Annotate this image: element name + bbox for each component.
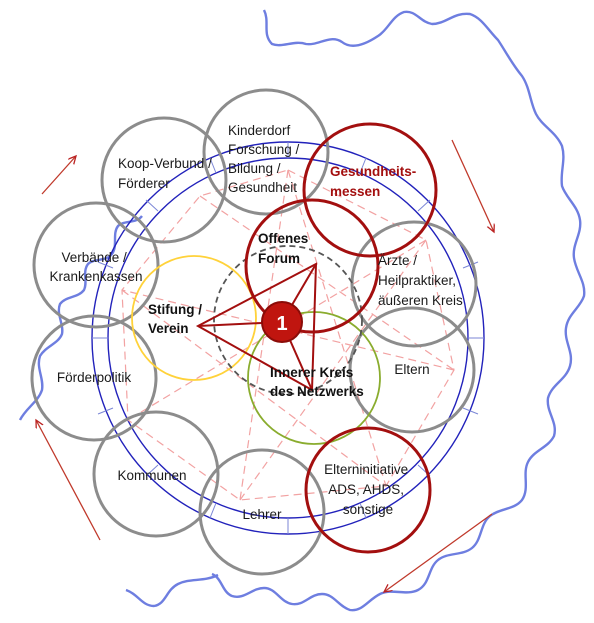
red-circles [244, 122, 438, 554]
offenes-forum-label: Offenes Forum [258, 231, 312, 266]
foerderpolitik-label: Förderpolitik [57, 370, 132, 385]
outer-labels: Kinderdorf Forschung / Bildung / Gesundh… [49, 123, 463, 522]
eltern-label: Eltern [394, 362, 429, 377]
elterninitiative-label: Elterninitiative ADS, AHDS, sonstige [324, 462, 412, 517]
gesundheitsmessen-label: Gesundheits- messen [330, 164, 420, 199]
koop-verbund-label: Koop-Verbund / Förderer [118, 156, 216, 191]
center-node: 1 [261, 301, 303, 343]
center-dashed-circle [213, 245, 363, 395]
aerzte-label: Ärzte / Heilpraktiker, äußeren Kreis [378, 253, 463, 308]
arrow-top-left [41, 156, 76, 195]
arrow-bottom-right [384, 513, 493, 592]
kinderdorf-circle [202, 88, 330, 216]
outer-circles [30, 88, 478, 576]
koop-verbund-circle [100, 116, 228, 244]
center-node-label: 1 [276, 313, 287, 335]
ring-ticks [92, 142, 484, 534]
verbaende-circle [32, 201, 160, 329]
verbaende-label: Verbände / Krankenkassen [49, 250, 142, 284]
aerzte-circle [350, 220, 478, 348]
lehrer-circle [198, 448, 326, 576]
arrow-top-right [451, 139, 494, 232]
offenes-forum-circle [244, 198, 380, 334]
foerderpolitik-circle [30, 314, 158, 442]
arrow-bottom-left [36, 420, 101, 541]
kommunen-circle [92, 410, 220, 538]
stiftung-label: Stifung / Verein [148, 302, 206, 336]
lehrer-label: Lehrer [242, 507, 282, 522]
inner-labels: Offenes Forum Stifung / Verein Innerer K… [148, 231, 364, 399]
eltern-circle [348, 306, 476, 434]
center-node-circle [261, 301, 303, 343]
map-border [18, 9, 586, 612]
kinderdorf-label: Kinderdorf Forschung / Bildung / Gesundh… [228, 123, 303, 195]
innerer-kreis-label: Innerer Kreis des Netzwerks [270, 365, 364, 399]
elterninitiative-circle [304, 426, 432, 554]
kommunen-label: Kommunen [117, 468, 186, 483]
gesundheitsmessen-circle [302, 122, 438, 258]
flow-arrows [36, 139, 494, 592]
stiftung-circle [131, 255, 257, 381]
